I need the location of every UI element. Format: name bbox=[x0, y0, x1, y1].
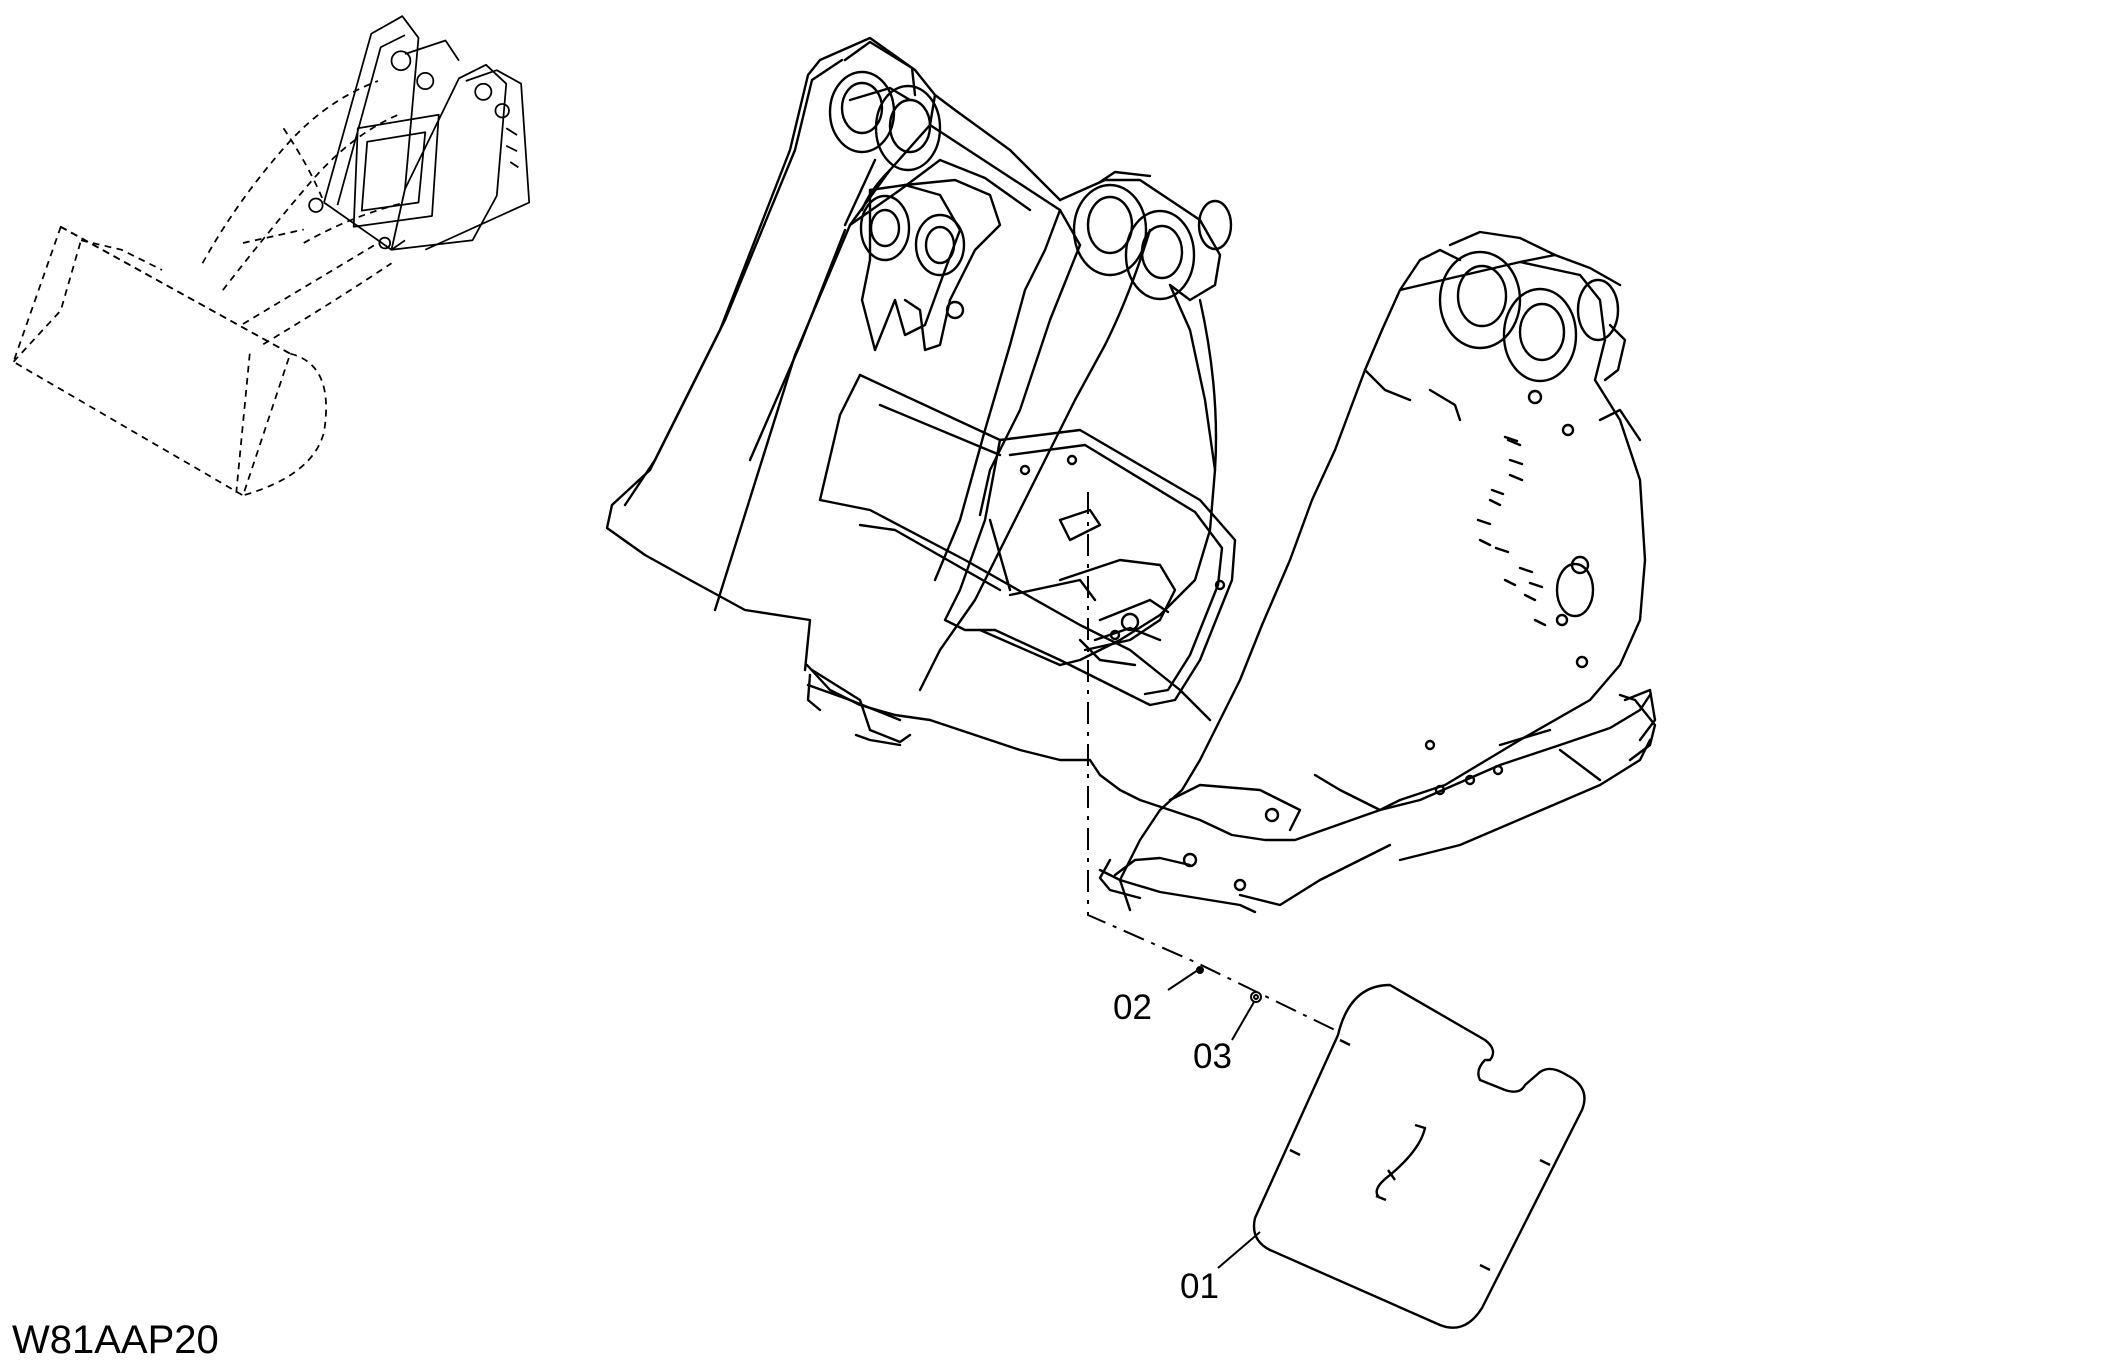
leader-01 bbox=[1217, 1231, 1261, 1269]
callout-01: 01 bbox=[1180, 1267, 1219, 1306]
bucket-outline bbox=[12, 225, 327, 497]
washer-part-03 bbox=[1250, 991, 1262, 1003]
leader-02 bbox=[1167, 969, 1199, 991]
callout-03: 03 bbox=[1193, 1037, 1232, 1076]
lift-arm-outline bbox=[201, 80, 406, 346]
front-frame bbox=[605, 36, 1657, 914]
leader-lines bbox=[1167, 969, 1261, 1269]
drawing-id: W81AAP20 bbox=[12, 1318, 219, 1361]
cover-plate-part-01 bbox=[1252, 983, 1586, 1329]
overview-frame bbox=[308, 15, 531, 251]
assembly-centerline bbox=[1087, 492, 1336, 1031]
overview-inset bbox=[12, 15, 531, 497]
leader-03 bbox=[1231, 1001, 1255, 1041]
base-plate bbox=[805, 663, 1652, 842]
center-lug-left bbox=[860, 183, 962, 352]
callout-02: 02 bbox=[1113, 988, 1152, 1027]
service-opening bbox=[943, 428, 1237, 707]
